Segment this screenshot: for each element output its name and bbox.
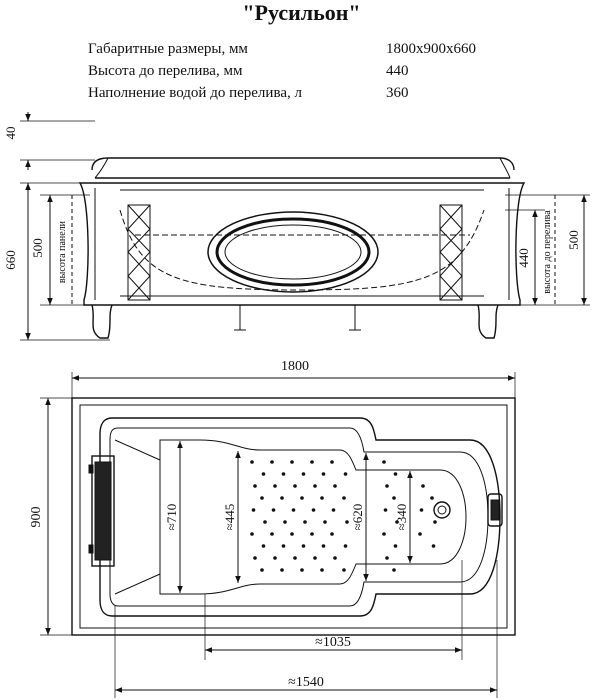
jet-dot [330, 532, 334, 536]
jet-dot [261, 544, 266, 548]
dim-label-panel-left: 500 [30, 238, 45, 258]
oval-medallion [207, 211, 379, 293]
jet-dot [271, 508, 276, 512]
dim-label-445: ≈445 [222, 504, 237, 531]
jet-dot [385, 484, 389, 488]
jet-dot [260, 568, 264, 572]
jet-dot [330, 460, 334, 464]
dim-label-710: ≈710 [164, 504, 179, 531]
dim-label-top: 40 [3, 127, 18, 140]
dim-label-panel-right: 500 [566, 230, 581, 250]
jet-dot [333, 556, 337, 560]
jet-dot [419, 508, 424, 512]
jet-dot [418, 532, 422, 536]
lattice-panel-right [439, 204, 463, 301]
jet-dot [321, 472, 326, 476]
jet-dot [260, 496, 264, 500]
jet-dot [281, 544, 286, 548]
dim-label-1540: ≈1540 [288, 675, 324, 690]
overflow-fitting [487, 493, 503, 527]
jet-dot [333, 484, 337, 488]
side-view [20, 112, 590, 341]
jet-dot [393, 472, 398, 476]
jet-dot [300, 568, 304, 572]
lattice-panel-left [127, 204, 151, 301]
label-overflow-height: высота до перелива [542, 210, 553, 294]
jet-dot [342, 496, 346, 500]
headrest [88, 455, 115, 567]
spec-label: Высота до перелива, мм [88, 63, 243, 79]
jet-dot [291, 508, 296, 512]
jet-dot [323, 520, 327, 524]
air-jets [250, 460, 437, 572]
jet-dot [290, 532, 294, 536]
jet-dot [395, 520, 399, 524]
jet-dot [250, 460, 254, 464]
jet-dot [345, 520, 349, 524]
jet-dot [293, 556, 297, 560]
spec-value: 360 [386, 85, 409, 101]
jet-dot [393, 544, 398, 548]
jet-dot [430, 496, 434, 500]
jet-dot [321, 544, 326, 548]
jet-dot [250, 532, 254, 536]
jet-dot [313, 556, 317, 560]
spec-value: 440 [386, 63, 409, 79]
jet-dot [301, 544, 306, 548]
jet-dot [382, 460, 386, 464]
dim-label-1035: ≈1035 [315, 635, 351, 650]
jet-dot [270, 532, 274, 536]
jet-dot [385, 556, 389, 560]
jet-dot [273, 484, 277, 488]
dim-label-width: 900 [29, 507, 44, 528]
jet-dot [290, 460, 294, 464]
jet-dot [300, 496, 304, 500]
dim-label-620: ≈620 [350, 504, 365, 531]
drain [433, 501, 451, 519]
jet-dot [283, 520, 287, 524]
jet-dot [280, 496, 284, 500]
jet-dot [270, 460, 274, 464]
jet-dot [293, 484, 297, 488]
jet-dot [253, 556, 257, 560]
jet-dot [311, 508, 316, 512]
jet-dot [382, 532, 386, 536]
jet-dot [392, 496, 396, 500]
jet-dot [310, 460, 314, 464]
jet-dot [343, 472, 348, 476]
jet-dot [320, 496, 324, 500]
jet-dot [303, 520, 307, 524]
spec-label: Наполнение водой до перелива, л [88, 85, 302, 101]
jet-dot [431, 544, 436, 548]
jet-dot [251, 508, 256, 512]
spec-value: 1800x900x660 [386, 41, 476, 57]
jet-dot [392, 568, 396, 572]
jet-dot [261, 472, 266, 476]
spec-label: Габаритные размеры, мм [88, 41, 248, 57]
dim-label-overflow: 440 [516, 248, 531, 268]
jet-dot [253, 484, 257, 488]
jet-dot [343, 544, 348, 548]
jet-dot [281, 472, 286, 476]
drawing-title: "Русильон" [242, 0, 361, 25]
jet-dot [433, 520, 437, 524]
jet-dot [263, 520, 267, 524]
jet-dot [280, 568, 284, 572]
jet-dot [421, 484, 425, 488]
jet-dot [320, 568, 324, 572]
jet-dot [310, 532, 314, 536]
dim-label-length: 1800 [281, 359, 309, 374]
jet-dot [301, 472, 306, 476]
dim-label-total-height: 660 [3, 250, 18, 270]
top-view [40, 372, 516, 698]
label-panel-height: высота панели [57, 220, 68, 283]
jet-dot [331, 508, 336, 512]
jet-dot [313, 484, 317, 488]
jet-dot [342, 568, 346, 572]
jet-dot [383, 508, 388, 512]
dim-label-340: ≈340 [394, 504, 409, 531]
jet-dot [273, 556, 277, 560]
